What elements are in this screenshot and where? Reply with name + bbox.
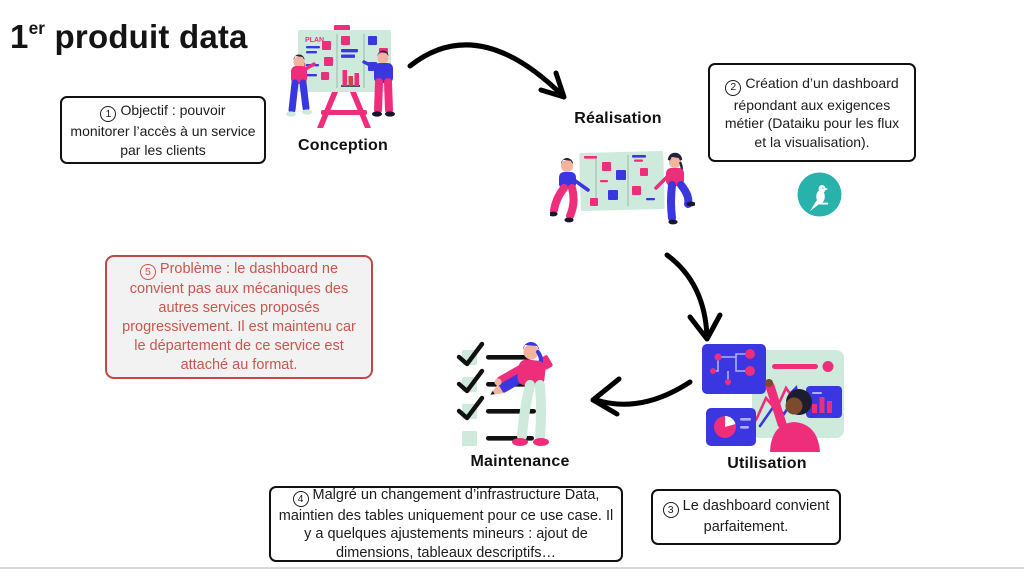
page-title: 1er produit data	[10, 18, 248, 56]
arrow-utilisation-to-maintenance-icon	[590, 376, 693, 417]
realisation-illustration-icon	[550, 150, 695, 225]
svg-text:PLAN: PLAN	[305, 37, 324, 44]
circled-number: 4	[292, 490, 309, 507]
maintenance-illustration-icon	[456, 341, 553, 446]
utilisation-illustration-icon	[702, 344, 844, 452]
stage-label-utilisation: Utilisation	[727, 455, 807, 472]
title-ordinal-suffix: er	[28, 18, 46, 39]
stage-label-conception: Conception	[298, 137, 388, 154]
title-text: produit data	[45, 18, 248, 56]
circled-number: 2	[725, 79, 742, 96]
dataiku-bird-icon	[797, 172, 842, 217]
arrow-conception-to-realisation-icon	[407, 42, 567, 100]
arrow-realisation-to-utilisation-icon	[664, 252, 723, 342]
circled-number: 1	[100, 106, 117, 123]
slide-bottom-divider	[0, 567, 1024, 569]
circled-number: 5	[139, 264, 156, 281]
stage-label-maintenance: Maintenance	[470, 453, 570, 470]
conception-illustration-icon: PLAN	[286, 25, 395, 128]
stage-label-realisation: Réalisation	[574, 110, 662, 127]
title-number: 1	[10, 18, 29, 56]
circled-number: 3	[662, 501, 679, 518]
